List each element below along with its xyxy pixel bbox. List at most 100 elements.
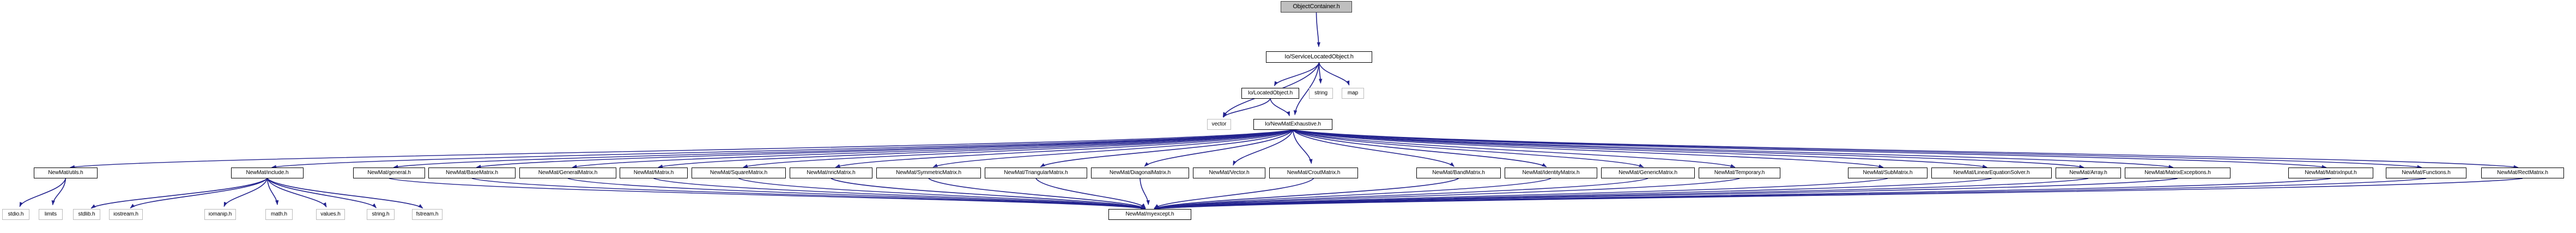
- graph-node-label: Io/ServiceLocatedObject.h: [1284, 54, 1354, 60]
- graph-node-limits[interactable]: limits: [39, 209, 63, 220]
- graph-edge-newmatexhaustive-to-linearequation: [1293, 129, 1987, 169]
- graph-edge-temporary-to-myexcept: [1154, 178, 1740, 210]
- graph-node-newmatexhaustive[interactable]: Io/NewMatExhaustive.h: [1253, 119, 1332, 130]
- graph-edge-newmatexhaustive-to-squarematrix: [743, 129, 1293, 168]
- graph-node-utils[interactable]: NewMat/utils.h: [34, 168, 98, 178]
- graph-node-label: map: [1347, 91, 1359, 96]
- graph-node-label: NewMat/SubMatrix.h: [1863, 170, 1913, 176]
- graph-node-label: NewMat/Functions.h: [2402, 170, 2451, 176]
- graph-node-rectmatrix[interactable]: NewMat/RectMatrix.h: [2481, 168, 2564, 178]
- graph-node-triangularmatrix[interactable]: NewMat/TriangularMatrix.h: [985, 168, 1087, 178]
- edge-group: [19, 12, 2523, 211]
- graph-edge-iolocatedobject-to-vector: [1223, 98, 1271, 118]
- graph-node-temporary[interactable]: NewMat/Temporary.h: [1699, 168, 1780, 178]
- graph-edge-generalmatrix-to-myexcept: [567, 178, 1146, 210]
- graph-node-string[interactable]: string: [1309, 88, 1333, 99]
- graph-node-label: NewMat/MatrixInput.h: [2305, 170, 2357, 176]
- graph-node-diagonalmatrix[interactable]: NewMat/DiagonalMatrix.h: [1091, 168, 1189, 178]
- graph-node-iolocatedobject[interactable]: Io/LocatedObject.h: [1241, 88, 1299, 99]
- graph-edge-diagonalmatrix-to-myexcept: [1139, 178, 1150, 205]
- graph-edge-newmatexhaustive-to-genericmatrix: [1293, 129, 1644, 168]
- graph-node-submatrix[interactable]: NewMat/SubMatrix.h: [1848, 168, 1928, 178]
- graph-node-label: iostream.h: [113, 212, 138, 217]
- graph-node-label: Io/LocatedObject.h: [1247, 91, 1293, 96]
- graph-node-label: NewMat/LinearEquationSolver.h: [1953, 170, 2030, 176]
- graph-node-label: NewMat/CroutMatrix.h: [1287, 170, 1341, 176]
- graph-node-ioservicelocatedobject[interactable]: Io/ServiceLocatedObject.h: [1266, 51, 1372, 63]
- graph-edge-newmatexhaustive-to-matrixinput: [1293, 129, 2327, 169]
- graph-edge-matrix-to-myexcept: [653, 178, 1146, 210]
- graph-node-fstream[interactable]: fstream.h: [412, 209, 443, 220]
- graph-node-linearequation[interactable]: NewMat/LinearEquationSolver.h: [1931, 168, 2052, 178]
- graph-node-label: NewMat/TriangularMatrix.h: [1004, 170, 1068, 176]
- graph-node-label: values.h: [320, 212, 341, 217]
- graph-node-include[interactable]: NewMat/include.h: [231, 168, 304, 178]
- graph-node-nricmatrix[interactable]: NewMat/nricMatrix.h: [790, 168, 872, 178]
- graph-node-stdlib[interactable]: stdlib.h: [73, 209, 100, 220]
- graph-node-label: NewMat/general.h: [367, 170, 411, 176]
- graph-node-vectorh[interactable]: NewMat/Vector.h: [1193, 168, 1265, 178]
- graph-edge-genericmatrix-to-myexcept: [1154, 178, 1648, 210]
- graph-node-squarematrix[interactable]: NewMat/SquareMatrix.h: [692, 168, 786, 178]
- graph-edge-submatrix-to-myexcept: [1154, 178, 1888, 210]
- graph-edge-objectcontainer-to-ioservicelocatedobject: [1316, 12, 1320, 47]
- graph-edge-newmatexhaustive-to-vectorh: [1233, 129, 1294, 166]
- graph-edge-nricmatrix-to-myexcept: [831, 178, 1146, 209]
- graph-node-croutmatrix[interactable]: NewMat/CroutMatrix.h: [1269, 168, 1358, 178]
- graph-node-stdio[interactable]: stdio.h: [2, 209, 29, 220]
- graph-node-label: NewMat/Array.h: [2069, 170, 2107, 176]
- graph-node-identitymatrix[interactable]: NewMat/IdentityMatrix.h: [1505, 168, 1597, 178]
- graph-node-iostream[interactable]: iostream.h: [109, 209, 143, 220]
- graph-node-map[interactable]: map: [1342, 88, 1364, 99]
- graph-node-label: NewMat/utils.h: [48, 170, 83, 176]
- graph-node-values[interactable]: values.h: [316, 209, 345, 220]
- graph-edge-newmatexhaustive-to-triangularmatrix: [1040, 129, 1294, 168]
- graph-edge-rectmatrix-to-myexcept: [1154, 178, 2523, 211]
- graph-edge-include-to-iostream: [130, 178, 268, 208]
- graph-node-matrixexceptions[interactable]: NewMat/MatrixExceptions.h: [2125, 168, 2230, 178]
- graph-node-stringh[interactable]: string.h: [367, 209, 395, 220]
- graph-node-array[interactable]: NewMat/Array.h: [2056, 168, 2121, 178]
- graph-edge-linearequation-to-myexcept: [1154, 178, 1992, 210]
- graph-node-label: NewMat/myexcept.h: [1125, 212, 1174, 217]
- graph-edge-identitymatrix-to-myexcept: [1154, 178, 1551, 210]
- graph-node-symmetricmatrix[interactable]: NewMat/SymmetricMatrix.h: [876, 168, 981, 178]
- graph-edge-newmatexhaustive-to-include: [271, 129, 1293, 169]
- graph-edge-include-to-fstream: [266, 178, 423, 209]
- graph-edge-symmetricmatrix-to-myexcept: [928, 178, 1146, 209]
- graph-edge-ioservicelocatedobject-to-string: [1318, 62, 1323, 84]
- graph-node-myexcept[interactable]: NewMat/myexcept.h: [1108, 209, 1191, 220]
- graph-node-label: NewMat/IdentityMatrix.h: [1522, 170, 1580, 176]
- graph-edge-newmatexhaustive-to-basematrix: [476, 129, 1293, 169]
- graph-node-matrixinput[interactable]: NewMat/MatrixInput.h: [2288, 168, 2373, 178]
- graph-node-generalmatrix[interactable]: NewMat/GeneralMatrix.h: [519, 168, 616, 178]
- graph-node-label: stdio.h: [8, 212, 24, 217]
- graph-node-bandmatrix[interactable]: NewMat/BandMatrix.h: [1416, 168, 1501, 178]
- graph-node-basematrix[interactable]: NewMat/BaseMatrix.h: [428, 168, 516, 178]
- graph-node-genericmatrix[interactable]: NewMat/GenericMatrix.h: [1601, 168, 1695, 178]
- graph-node-objectcontainer[interactable]: ObjectContainer.h: [1281, 1, 1352, 13]
- graph-node-math[interactable]: math.h: [265, 209, 293, 220]
- graph-edge-croutmatrix-to-myexcept: [1154, 178, 1314, 209]
- graph-node-label: NewMat/SymmetricMatrix.h: [896, 170, 961, 176]
- graph-edge-newmatexhaustive-to-functions: [1293, 129, 2422, 169]
- graph-node-label: fstream.h: [416, 212, 439, 217]
- graph-node-label: NewMat/Matrix.h: [633, 170, 674, 176]
- graph-node-label: NewMat/BaseMatrix.h: [446, 170, 498, 176]
- graph-node-label: NewMat/Vector.h: [1209, 170, 1250, 176]
- graph-edge-iolocatedobject-to-newmatexhaustive: [1270, 98, 1290, 117]
- graph-node-functions[interactable]: NewMat/Functions.h: [2386, 168, 2466, 178]
- graph-node-label: NewMat/BandMatrix.h: [1432, 170, 1485, 176]
- graph-node-general[interactable]: NewMat/general.h: [353, 168, 425, 178]
- graph-node-vector[interactable]: vector: [1207, 119, 1231, 130]
- graph-edge-matrixinput-to-myexcept: [1154, 178, 2331, 211]
- graph-node-label: NewMat/MatrixExceptions.h: [2144, 170, 2211, 176]
- graph-edge-ioservicelocatedobject-to-map: [1318, 62, 1350, 86]
- graph-edge-newmatexhaustive-to-submatrix: [1293, 129, 1884, 168]
- graph-node-label: NewMat/RectMatrix.h: [2497, 170, 2548, 176]
- graph-edge-newmatexhaustive-to-array: [1293, 129, 2084, 169]
- graph-node-matrix[interactable]: NewMat/Matrix.h: [620, 168, 688, 178]
- graph-node-iomanip[interactable]: iomanip.h: [204, 209, 236, 220]
- graph-node-label: iomanip.h: [208, 212, 232, 217]
- graph-edge-newmatexhaustive-to-matrixexceptions: [1293, 129, 2174, 169]
